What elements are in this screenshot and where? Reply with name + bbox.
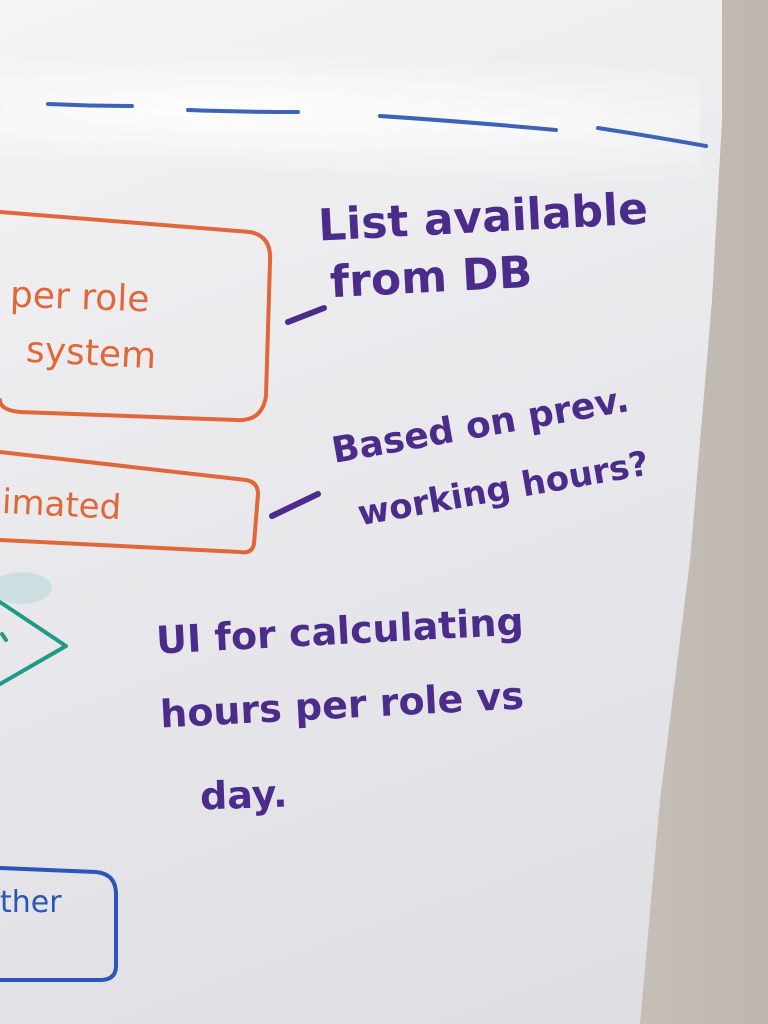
blue-box [0,866,118,982]
orange-box-2 [0,450,261,555]
connector-dash-2 [269,491,321,519]
box2-text: imated [1,481,123,529]
orange-box-1 [0,210,273,423]
teal-diamond-mark [0,632,8,642]
connector-dash-1 [285,305,327,325]
note3-line3: day. [199,771,289,819]
teal-smudge [0,572,52,604]
box3-text: ther [0,885,62,920]
box1-text-line1: per role [9,274,151,321]
teal-diamond [0,600,68,686]
note1-line2: from DB [328,246,534,309]
box1-text-line2: system [25,329,158,378]
top-dashed-line [46,102,708,148]
